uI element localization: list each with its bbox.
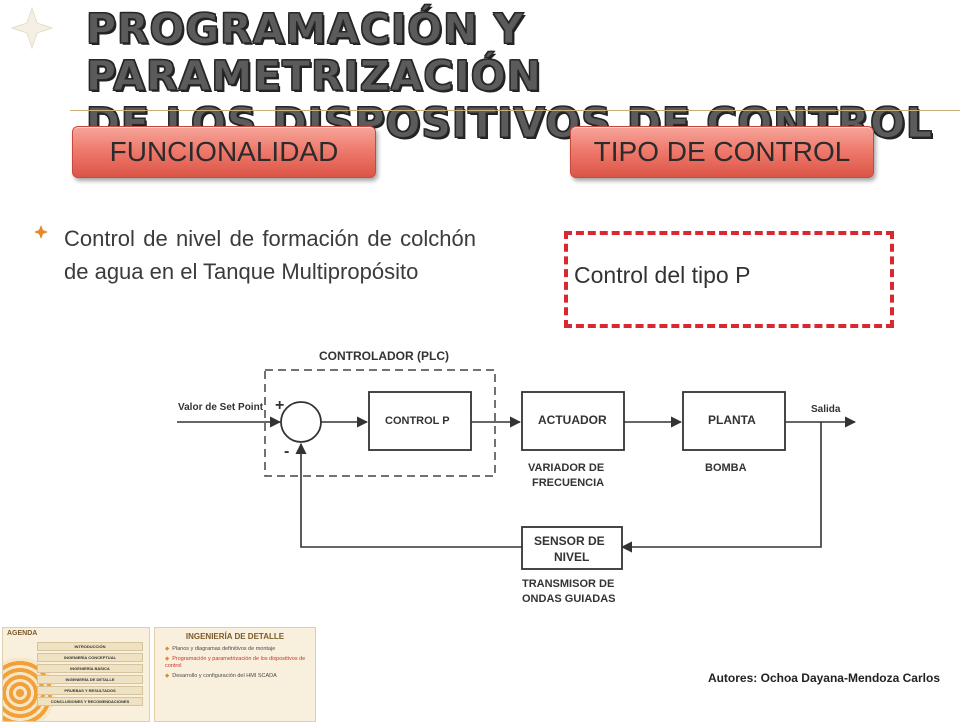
agenda-item: PRUEBAS Y RESULTADOS bbox=[37, 686, 143, 695]
bullet-text: Control de nivel de formación de colchón… bbox=[64, 226, 476, 284]
setpoint-label: Valor de Set Point bbox=[178, 402, 264, 413]
agenda-item: INGENIERÍA CONCEPTUAL bbox=[37, 653, 143, 662]
agenda-heading: AGENDA bbox=[7, 630, 38, 637]
output-label: Salida bbox=[811, 404, 841, 415]
actuator-label: ACTUADOR bbox=[538, 413, 607, 427]
block-diagram-svg: CONTROLADOR (PLC) Valor de Set Point + -… bbox=[177, 349, 857, 605]
control-type-box bbox=[564, 231, 894, 328]
detail-item: ◆Desarrollo y configuración del HMI SCAD… bbox=[165, 673, 277, 679]
block-diagram: CONTROLADOR (PLC) Valor de Set Point + -… bbox=[177, 344, 858, 608]
diamond-bullet-icon bbox=[34, 225, 48, 239]
output-to-sensor-line bbox=[620, 422, 822, 553]
sensor-label-1: SENSOR DE bbox=[534, 534, 605, 548]
sensor-label-2: NIVEL bbox=[554, 550, 589, 564]
title-line-1: PROGRAMACIÓN Y PARAMETRIZACIÓN bbox=[86, 5, 542, 100]
authors-footer: Autores: Ochoa Dayana-Mendoza Carlos bbox=[707, 671, 940, 685]
actuator-block bbox=[521, 391, 625, 451]
plant-sub: BOMBA bbox=[705, 462, 747, 474]
actuator-sub-1: VARIADOR DE bbox=[528, 462, 604, 474]
plant-label: PLANTA bbox=[708, 413, 756, 427]
agenda-thumbnail[interactable]: AGENDA INTRODUCCIÓN INGENIERÍA CONCEPTUA… bbox=[2, 627, 150, 722]
sensor-sub-2: ONDAS GUIADAS bbox=[522, 593, 616, 605]
detail-item-active: ◆Programación y parametrización de los d… bbox=[165, 656, 306, 669]
detail-item: ◆Planos y diagramas definitivos de monta… bbox=[165, 646, 276, 652]
tipo-control-button[interactable]: TIPO DE CONTROL bbox=[570, 126, 874, 178]
plc-group-label: CONTROLADOR (PLC) bbox=[319, 349, 449, 363]
plant-block bbox=[682, 391, 786, 451]
sensor-sub-1: TRANSMISOR DE bbox=[522, 578, 614, 590]
title-divider bbox=[70, 110, 960, 111]
agenda-item: CONCLUSIONES Y RECOMENDACIONES bbox=[37, 697, 143, 706]
sensor-to-junction-line bbox=[295, 442, 522, 548]
actuator-sub-2: FRECUENCIA bbox=[532, 477, 604, 489]
detail-heading: INGENIERÍA DE DETALLE bbox=[185, 632, 285, 641]
star-icon bbox=[10, 6, 54, 50]
control-p-label: CONTROL P bbox=[385, 415, 450, 427]
control-p-block bbox=[368, 391, 472, 451]
control-type-text: Control del tipo P bbox=[574, 262, 751, 288]
funcionalidad-button[interactable]: FUNCIONALIDAD bbox=[72, 126, 376, 178]
plus-sign: + bbox=[275, 397, 284, 414]
detail-thumbnail[interactable]: INGENIERÍA DE DETALLE ◆Planos y diagrama… bbox=[154, 627, 316, 722]
plc-group-box bbox=[264, 369, 496, 477]
minus-sign: - bbox=[284, 443, 289, 460]
agenda-item: INGENIERÍA BÁSICA bbox=[37, 664, 143, 673]
sensor-block bbox=[521, 526, 623, 570]
summing-junction bbox=[280, 401, 322, 443]
agenda-item: INTRODUCCIÓN bbox=[37, 642, 143, 651]
functionality-bullet: Control de nivel de formación de colchón… bbox=[34, 222, 476, 288]
agenda-item: INGENIERÍA DE DETALLE bbox=[37, 675, 143, 684]
